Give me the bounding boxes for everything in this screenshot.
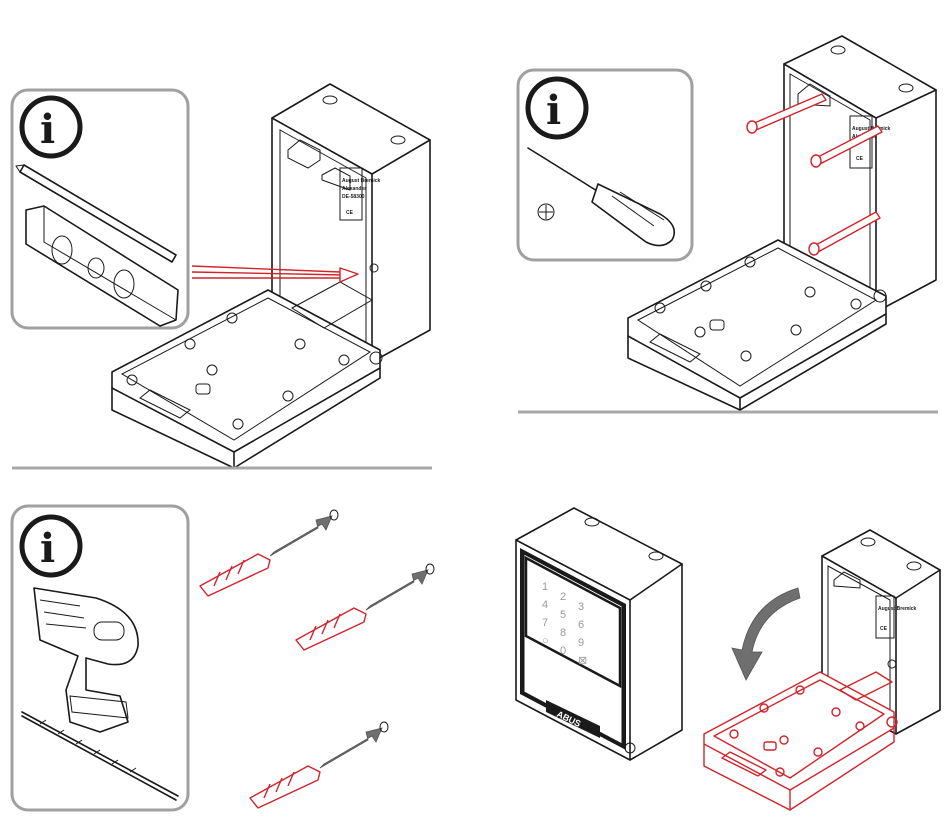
wall-plug-2 — [296, 608, 366, 650]
wall-plug-1 — [200, 554, 270, 596]
insert-arrow-3 — [320, 728, 382, 768]
info-panel-3: i — [12, 506, 188, 810]
device-label-line-2: Alexander — [342, 186, 366, 192]
device-label-line-1: August Bremick — [878, 606, 917, 612]
key-lock: ⊠ — [578, 655, 587, 667]
ce-mark: CE — [880, 626, 888, 632]
info-panel-1: i — [12, 90, 188, 328]
info-panel-2: i — [518, 70, 692, 260]
key-3: 3 — [578, 601, 584, 613]
wall-plug-3 — [250, 766, 320, 808]
device-label-line-1: August Bremick — [342, 178, 381, 184]
key-1: 1 — [542, 581, 548, 593]
key-0: 0 — [560, 645, 566, 657]
insert-arrow-1 — [270, 516, 332, 556]
svg-text:i: i — [40, 525, 55, 572]
ce-mark: CE — [856, 156, 864, 162]
step-4-closing: 1 2 3 4 5 6 7 8 9 ○ 0 ⊠ ABUS — [516, 508, 940, 810]
info-icon: i — [22, 98, 80, 156]
device-label-line-3: DE-58300 — [342, 194, 365, 200]
key-circle: ○ — [542, 635, 549, 647]
key-8: 8 — [560, 627, 566, 639]
step-2-screwing: August Bremick Alexander CE — [518, 36, 938, 412]
key-5: 5 — [560, 609, 566, 621]
step-3-drilling: i — [12, 506, 434, 810]
info-icon: i — [22, 517, 80, 575]
key-4: 4 — [542, 599, 548, 611]
insert-arrow-2 — [366, 570, 428, 610]
ce-mark: CE — [346, 210, 354, 216]
key-9: 9 — [578, 637, 584, 649]
info-icon: i — [528, 79, 586, 137]
svg-text:i: i — [546, 87, 561, 134]
cross-head-symbol — [538, 204, 554, 220]
key-7: 7 — [542, 617, 548, 629]
close-lid-arrow — [732, 588, 800, 680]
key-box-closed: 1 2 3 4 5 6 7 8 9 ○ 0 ⊠ ABUS — [516, 508, 682, 760]
key-2: 2 — [560, 591, 566, 603]
svg-text:i: i — [40, 106, 55, 153]
key-6: 6 — [578, 619, 584, 631]
step-1-marking: August Bremick Alexander DE-58300 CE — [12, 84, 432, 468]
